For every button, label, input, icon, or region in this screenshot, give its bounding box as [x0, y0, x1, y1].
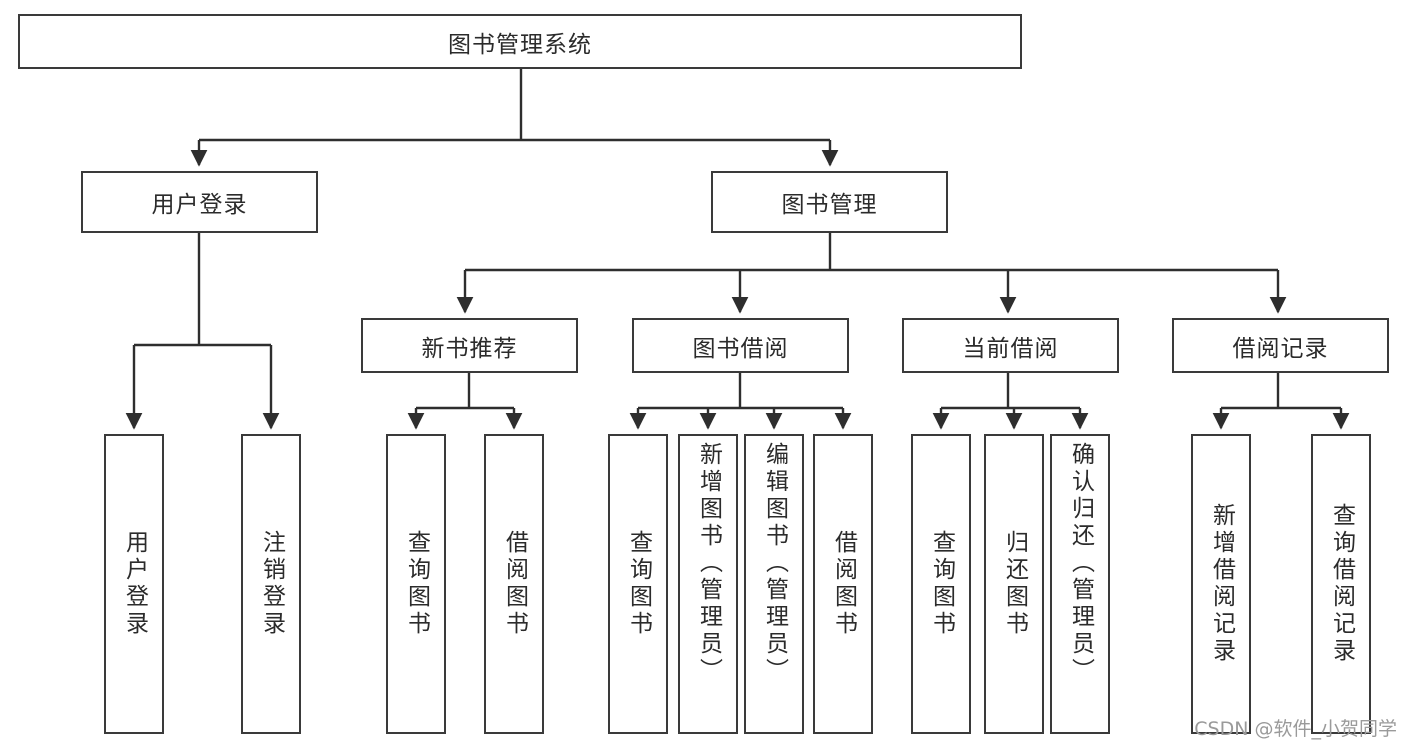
- node-leaf-用户登录[interactable]: 用户登录: [104, 434, 164, 734]
- node-level3-当前借阅[interactable]: 当前借阅: [902, 318, 1119, 373]
- node-leaf-label: 新增借阅记录: [1208, 503, 1235, 665]
- node-leaf-label: 归还图书: [1001, 530, 1028, 638]
- node-level3-label: 当前借阅: [962, 335, 1059, 362]
- node-level3-新书推荐[interactable]: 新书推荐: [361, 318, 578, 373]
- node-leaf-label: 查询借阅记录: [1328, 503, 1355, 665]
- node-level2-label: 图书管理: [781, 192, 878, 218]
- node-level3-借阅记录[interactable]: 借阅记录: [1172, 318, 1389, 373]
- node-leaf-label: 借阅图书: [501, 530, 528, 638]
- node-leaf-label: 查询图书: [625, 530, 652, 638]
- node-root[interactable]: 图书管理系统: [18, 14, 1022, 69]
- node-leaf-查询图书[interactable]: 查询图书: [386, 434, 446, 734]
- node-leaf-查询图书[interactable]: 查询图书: [608, 434, 668, 734]
- node-leaf-label: 注销登录: [258, 530, 285, 638]
- node-leaf-借阅图书[interactable]: 借阅图书: [813, 434, 873, 734]
- node-leaf-归还图书[interactable]: 归还图书: [984, 434, 1044, 734]
- node-level3-label: 新书推荐: [421, 335, 518, 362]
- node-leaf-label: 新增图书（管理员）: [695, 442, 722, 685]
- node-leaf-label: 借阅图书: [830, 530, 857, 638]
- node-leaf-label: 编辑图书（管理员）: [761, 442, 788, 685]
- node-leaf-label: 查询图书: [928, 530, 955, 638]
- node-leaf-label: 确认归还（管理员）: [1067, 442, 1094, 685]
- node-leaf-新增借阅记录[interactable]: 新增借阅记录: [1191, 434, 1251, 734]
- node-leaf-查询借阅记录[interactable]: 查询借阅记录: [1311, 434, 1371, 734]
- node-level3-label: 图书借阅: [692, 335, 789, 362]
- node-level3-label: 借阅记录: [1232, 335, 1329, 362]
- node-leaf-注销登录[interactable]: 注销登录: [241, 434, 301, 734]
- node-level2-label: 用户登录: [151, 192, 248, 218]
- node-leaf-查询图书[interactable]: 查询图书: [911, 434, 971, 734]
- node-leaf-借阅图书[interactable]: 借阅图书: [484, 434, 544, 734]
- node-level2-图书管理[interactable]: 图书管理: [711, 171, 948, 233]
- node-leaf-label: 用户登录: [121, 530, 148, 638]
- node-leaf-label: 查询图书: [403, 530, 430, 638]
- node-leaf-编辑图书管理员[interactable]: 编辑图书（管理员）: [744, 434, 804, 734]
- node-leaf-新增图书管理员[interactable]: 新增图书（管理员）: [678, 434, 738, 734]
- node-leaf-确认归还管理员[interactable]: 确认归还（管理员）: [1050, 434, 1110, 734]
- node-level2-用户登录[interactable]: 用户登录: [81, 171, 318, 233]
- node-root-label: 图书管理系统: [448, 31, 592, 58]
- node-level3-图书借阅[interactable]: 图书借阅: [632, 318, 849, 373]
